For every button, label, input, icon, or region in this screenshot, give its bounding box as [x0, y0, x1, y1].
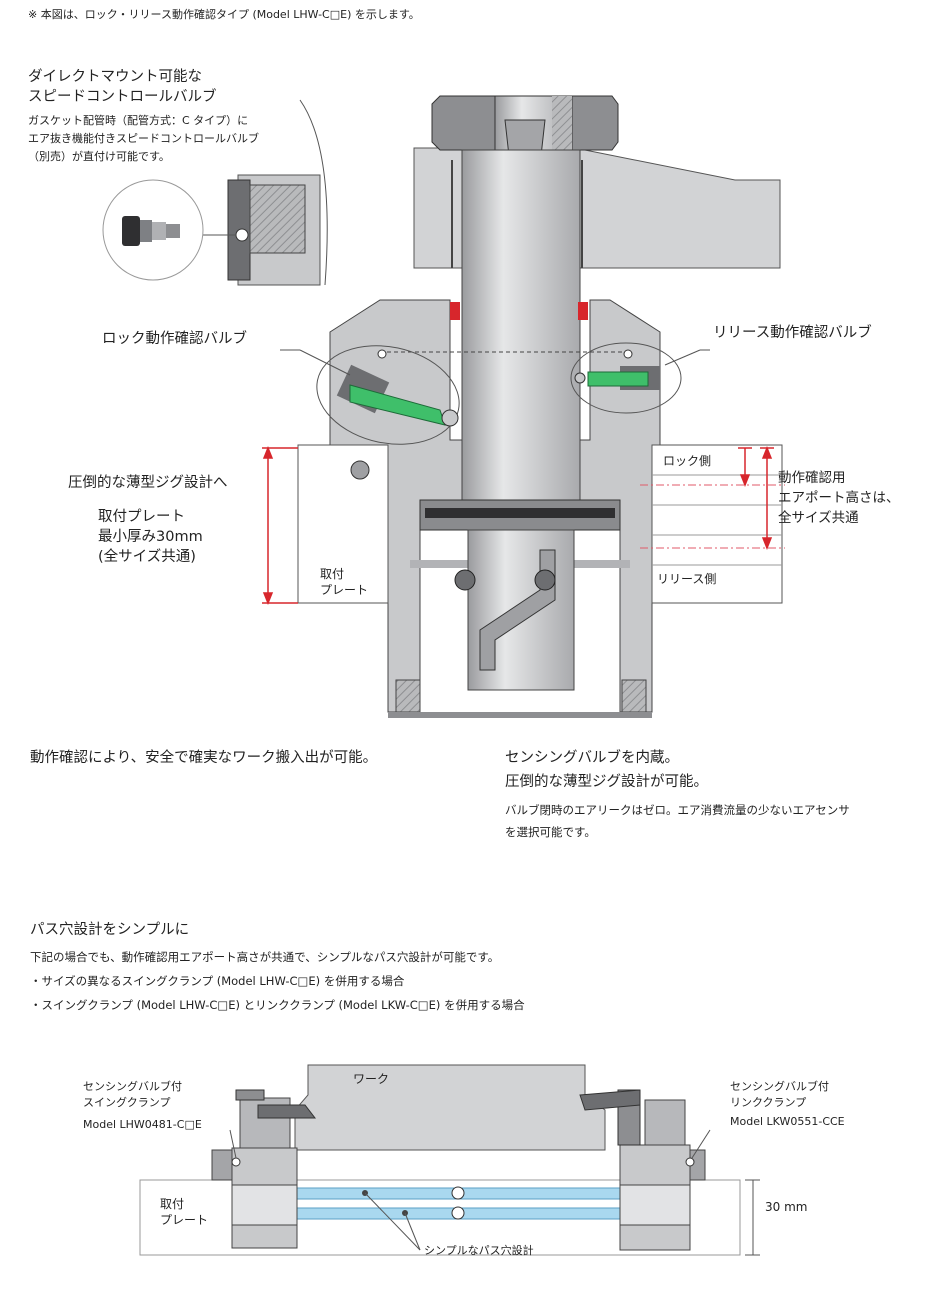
thickness-label: 30 mm — [765, 1200, 808, 1214]
work-label: ワーク — [353, 1072, 390, 1086]
path-design-line-1: 下記の場合でも、動作確認用エアポート高さが共通で、シンプルなパス穴設計が可能です… — [30, 950, 500, 964]
lock-valve-label: ロック動作確認バルブ — [102, 331, 247, 347]
plate-label-2: プレート — [320, 583, 369, 597]
lock-side-label: ロック側 — [663, 454, 712, 468]
right-clamp-model: Model LKW0551-CCE — [730, 1115, 845, 1128]
feature-right-title-2: 圧倒的な薄型ジグ設計が可能。 — [505, 774, 708, 790]
piston-rod — [461, 149, 581, 501]
right-clamp-label-2: リンククランプ — [730, 1096, 807, 1109]
dimension-marks — [262, 445, 774, 606]
feature-right-desc-1: バルブ閉時のエアリークはゼロ。エア消費流量の少ないエアセンサ — [505, 803, 850, 817]
right-clamp-label-1: センシングバルブ付 — [730, 1080, 829, 1093]
jig-title: 圧倒的な薄型ジグ設計へ — [68, 475, 228, 491]
speed-control-desc-2: エア抜き機能付きスピードコントロールバルブ — [28, 132, 259, 145]
release-valve-label: リリース動作確認バルブ — [713, 325, 872, 341]
feature-right-desc-2: を選択可能です。 — [505, 825, 596, 839]
plate-line-3: (全サイズ共通) — [98, 549, 196, 565]
mounting-plate-right — [651, 444, 783, 604]
right-link-clamp — [579, 1089, 706, 1251]
path-design-line-2: ・サイズの異なるスイングクランプ (Model LHW-C□E) を併用する場合 — [30, 974, 405, 988]
simple-path-label: シンプルなパス穴設計 — [424, 1244, 534, 1257]
mounting-plate-left — [297, 444, 389, 604]
port-height-line-3: 全サイズ共通 — [778, 510, 859, 526]
release-valve — [570, 342, 682, 414]
left-clamp-label-1: センシングバルブ付 — [83, 1080, 182, 1093]
speed-control-title-1: ダイレクトマウント可能な — [28, 69, 202, 85]
left-clamp-label-2: スイングクランプ — [83, 1096, 171, 1109]
bottom-plate-label-1: 取付 — [160, 1197, 185, 1211]
speed-control-inset — [102, 99, 328, 286]
plate-line-1: 取付プレート — [98, 509, 185, 525]
speed-control-desc-1: ガスケット配管時（配管方式：C タイプ）に — [28, 114, 249, 127]
path-design-title: パス穴設計をシンプルに — [30, 922, 190, 938]
speed-control-desc-3: （別売）が直付け可能です。 — [28, 150, 170, 163]
bottom-plate-label-2: プレート — [160, 1213, 209, 1227]
lock-valve — [316, 345, 460, 445]
plate-line-2: 最小厚み30mm — [98, 529, 203, 545]
feature-right-title-1: センシングバルブを内蔵。 — [505, 750, 679, 766]
cam-rod — [454, 529, 575, 691]
left-swing-clamp — [211, 1089, 317, 1249]
work-piece — [294, 1064, 606, 1151]
left-clamp-model: Model LHW0481-C□E — [83, 1118, 202, 1131]
path-design-line-3: ・スイングクランプ (Model LHW-C□E) とリンククランプ (Mode… — [30, 998, 525, 1012]
top-note: ※ 本図は、ロック・リリース動作確認タイプ (Model LHW-C□E) を示… — [28, 8, 420, 21]
plate-label-1: 取付 — [320, 567, 345, 581]
port-height-line-2: エアポート高さは、 — [778, 490, 900, 506]
clamp-cross-section-diagram — [102, 95, 785, 718]
port-height-line-1: 動作確認用 — [778, 470, 846, 486]
top-nut — [431, 95, 619, 181]
feature-left-title: 動作確認により、安全で確実なワーク搬入出が可能。 — [30, 750, 378, 766]
speed-control-title-2: スピードコントロールバルブ — [28, 89, 217, 105]
release-side-label: リリース側 — [657, 572, 717, 586]
